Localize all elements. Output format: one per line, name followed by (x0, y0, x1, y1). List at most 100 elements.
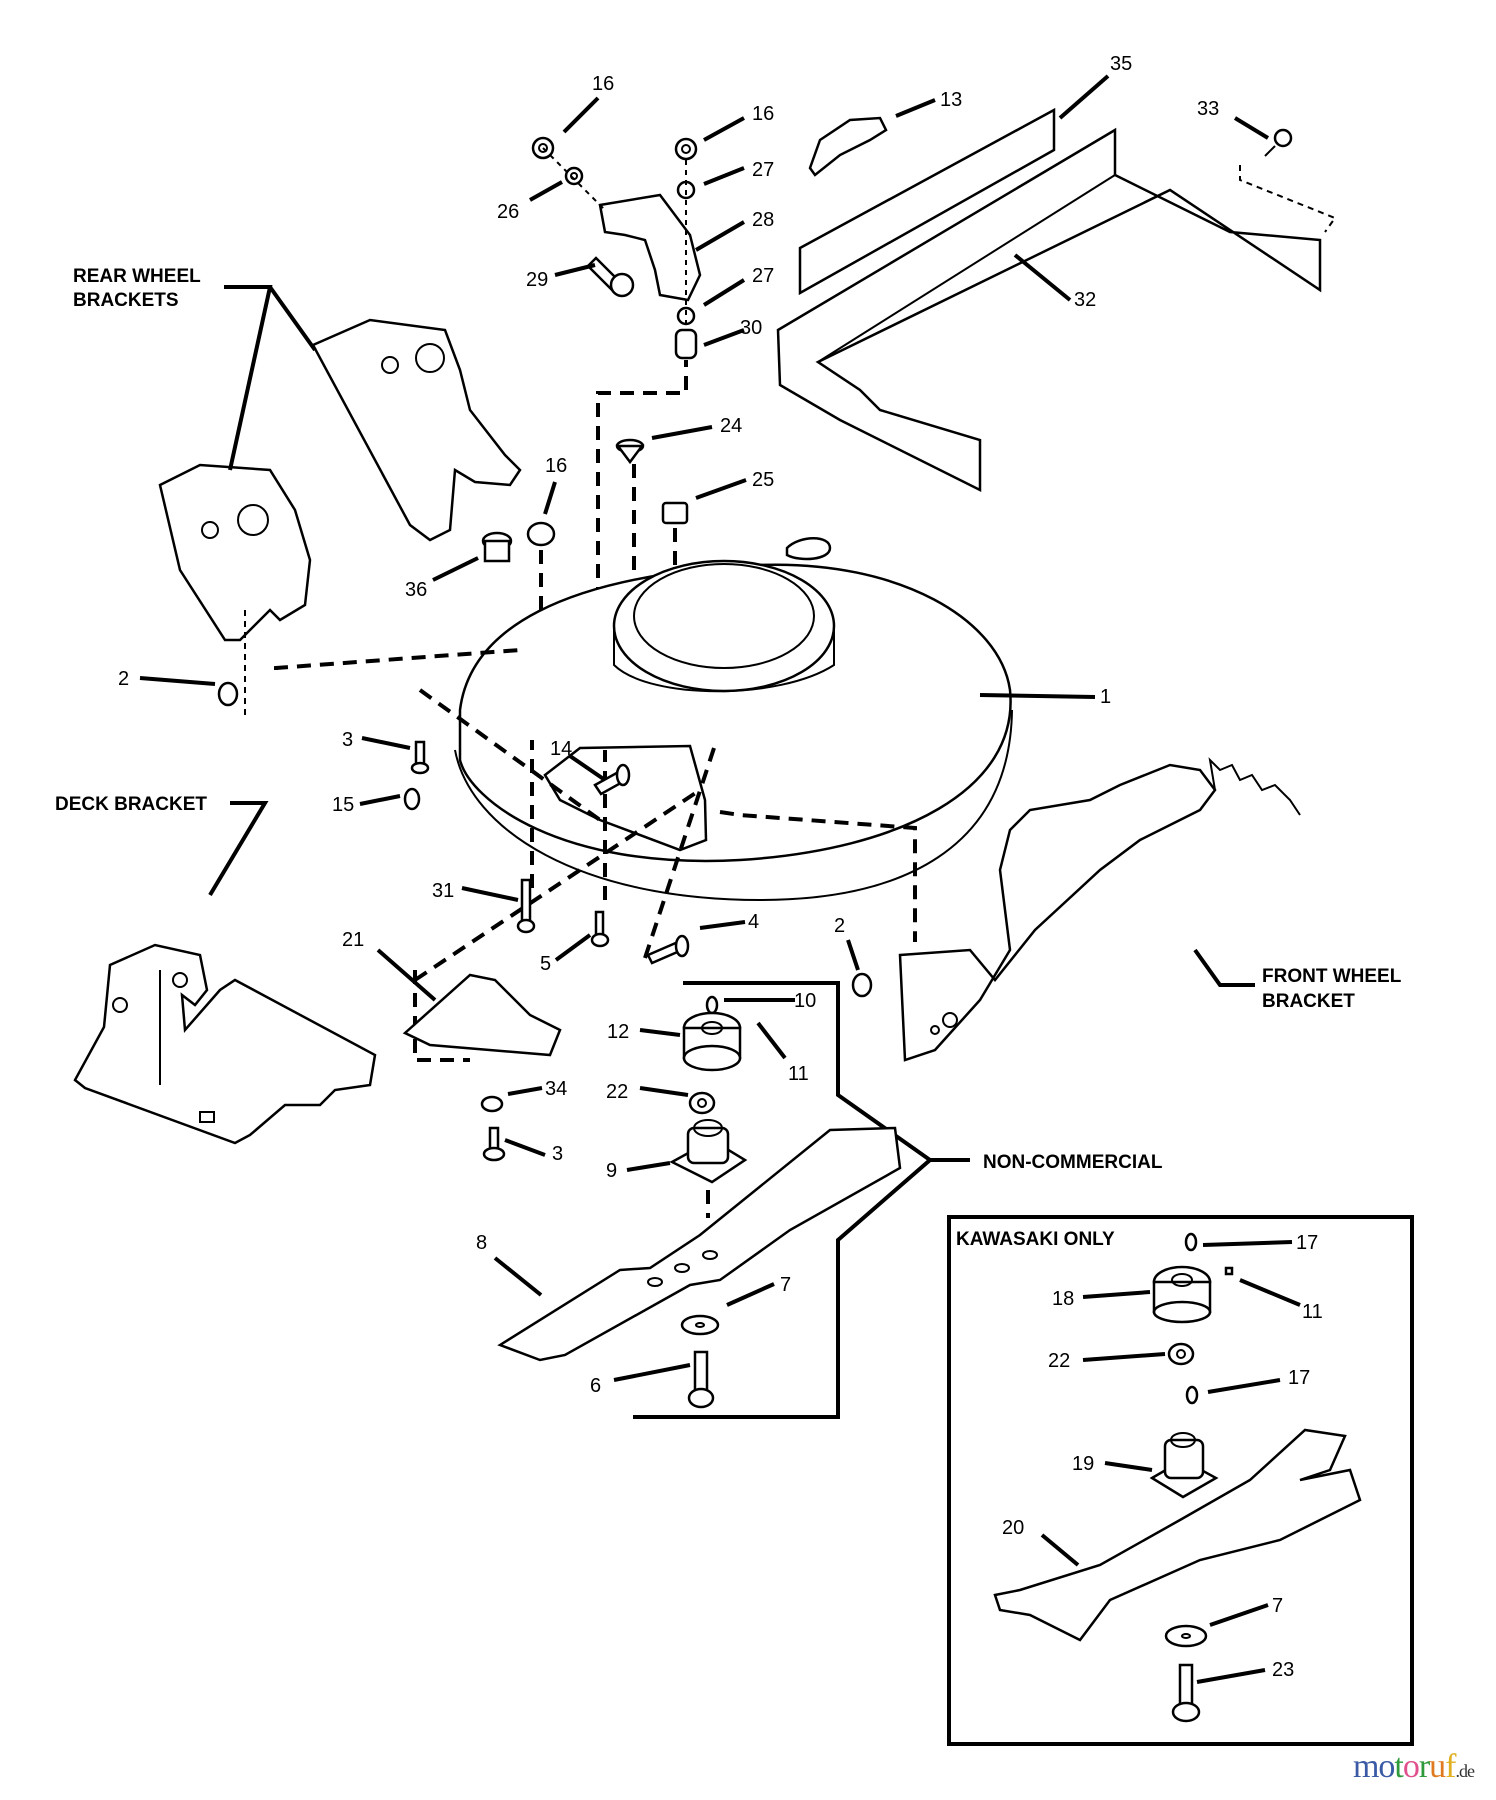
part-number-22: 22 (606, 1081, 628, 1103)
discharge-mount (785, 537, 832, 561)
rear-wheel-bracket-upper (311, 318, 522, 542)
bearing-22b (1167, 1342, 1195, 1366)
part-number-2: 2 (834, 915, 845, 937)
part-number-28: 28 (752, 209, 774, 231)
part-number-17: 17 (1296, 1232, 1318, 1254)
part-number-27: 27 (752, 159, 774, 181)
deck-plugs-and-nuts: 36 16 24 25 (405, 360, 774, 770)
nut-16c (526, 521, 556, 547)
kawasaki-only-box: KAWASAKI ONLY 17 18 11 22 17 19 20 7 23 (947, 1215, 1414, 1746)
part-number-36: 36 (405, 579, 427, 601)
key-17a (1184, 1232, 1198, 1252)
pulley-12 (682, 1011, 742, 1072)
part-number-26: 26 (497, 201, 519, 223)
part-number-24: 24 (720, 415, 742, 437)
part-number-30: 30 (740, 317, 762, 339)
part-number-13: 13 (940, 89, 962, 111)
watermark-letter: u (1429, 1748, 1446, 1785)
pulley-18 (1152, 1265, 1212, 1324)
watermark-letter: o (1402, 1748, 1420, 1785)
part-number-27: 27 (752, 265, 774, 287)
part-number-29: 29 (526, 269, 548, 291)
part-number-23: 23 (1272, 1659, 1294, 1681)
spindle-adapter-9 (669, 1119, 748, 1184)
part-number-18: 18 (1052, 1288, 1074, 1310)
bolt-29 (586, 256, 635, 298)
watermark-letter: t (1394, 1748, 1404, 1785)
bracket-28 (598, 193, 702, 302)
part-number-25: 25 (752, 469, 774, 491)
part-number-1: 1 (1100, 686, 1111, 708)
part-number-33: 33 (1197, 98, 1219, 120)
part-number-3: 3 (342, 729, 353, 751)
part-number-14: 14 (550, 738, 572, 760)
part-number-9: 9 (606, 1160, 617, 1182)
bolt-23 (1171, 1663, 1201, 1723)
deck-bracket: DECK BRACKET (55, 794, 377, 1145)
part-number-16: 16 (752, 103, 774, 125)
alignment-lines (274, 648, 917, 1062)
rear-guard-assembly: 13 35 32 33 (776, 53, 1337, 493)
rear-wheel-brackets-label-line1: REAR WHEEL (73, 266, 201, 287)
plate-21 (402, 973, 562, 1057)
screw-33 (1264, 128, 1293, 157)
part-number-22: 22 (1048, 1350, 1070, 1372)
rear-wheel-bracket-lower (158, 463, 312, 642)
bolt-31 (516, 878, 536, 934)
latch-13 (808, 116, 888, 177)
plug-25 (661, 501, 689, 525)
rear-guard-32 (776, 127, 1322, 493)
part-number-31: 31 (432, 880, 454, 902)
washer-7a (680, 1314, 720, 1336)
part-number-15: 15 (332, 794, 354, 816)
deck-hardware: 2 3 15 14 31 5 4 2 (118, 668, 873, 998)
part-number-7: 7 (1272, 1595, 1283, 1617)
spindle-adapter-19 (1149, 1432, 1219, 1499)
part-number-21: 21 (342, 929, 364, 951)
bolt-5 (590, 910, 610, 948)
spacer-30 (674, 328, 698, 360)
part-number-17: 17 (1288, 1367, 1310, 1389)
non-commercial-label: NON-COMMERCIAL (983, 1152, 1163, 1173)
height-adjust-bracket-assembly: 16 26 29 16 27 28 27 30 (497, 73, 774, 360)
nut-16b (674, 137, 698, 161)
part-number-10: 10 (794, 990, 816, 1012)
plug-24 (615, 438, 645, 465)
part-number-16: 16 (545, 455, 567, 477)
part-number-19: 19 (1072, 1453, 1094, 1475)
watermark-letter: r (1418, 1748, 1430, 1785)
front-wheel-bracket: FRONT WHEEL BRACKET (898, 757, 1402, 1062)
part-number-11: 11 (1302, 1301, 1323, 1323)
bolt-3a (410, 740, 430, 775)
part-number-3: 3 (552, 1143, 563, 1165)
part-number-4: 4 (748, 911, 759, 933)
watermark-text: motoruf (1353, 1748, 1457, 1785)
nut-2b (851, 972, 873, 998)
part-number-7: 7 (780, 1274, 791, 1296)
part-number-6: 6 (590, 1375, 601, 1397)
gasket-35 (798, 107, 1056, 296)
bolt-14 (593, 763, 631, 796)
blade-20 (993, 1428, 1362, 1642)
plate-21-assembly: 21 34 3 (342, 929, 567, 1165)
non-commercial-spindle-assembly: NON-COMMERCIAL 10 12 11 22 9 8 7 6 (476, 981, 1163, 1419)
part-number-12: 12 (607, 1021, 629, 1043)
blade-8 (497, 1126, 902, 1362)
nut-2a (217, 681, 239, 707)
bearing-22a (688, 1091, 716, 1115)
front-wheel-bracket-label-line1: FRONT WHEEL (1262, 966, 1402, 987)
part-number-20: 20 (1002, 1517, 1024, 1539)
bolt-3b (482, 1126, 506, 1162)
watermark-suffix: .de (1455, 1761, 1475, 1781)
watermark-letter: f (1445, 1748, 1456, 1785)
plug-36 (481, 531, 513, 563)
part-number-2: 2 (118, 668, 129, 690)
kawasaki-only-label: KAWASAKI ONLY (956, 1229, 1115, 1250)
nut-34 (480, 1095, 504, 1113)
nut-15 (403, 787, 421, 811)
key-17b (1185, 1385, 1199, 1405)
deck-bracket-label: DECK BRACKET (55, 794, 207, 815)
watermark-letter: o (1378, 1748, 1395, 1785)
discharge-chute (543, 744, 708, 852)
part-number-34: 34 (545, 1078, 567, 1100)
